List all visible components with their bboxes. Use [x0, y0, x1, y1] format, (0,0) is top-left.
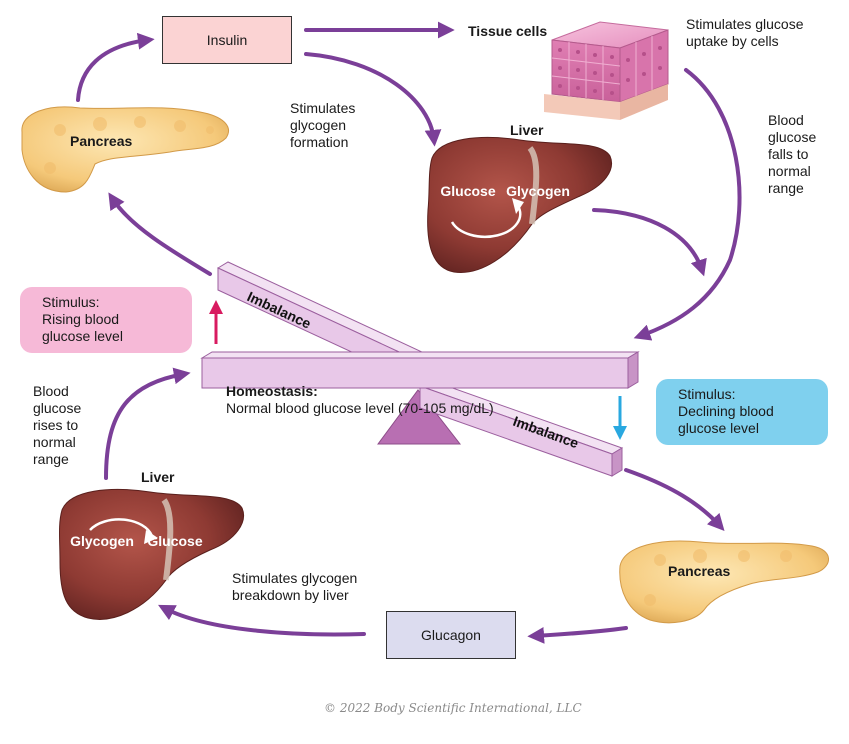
glucagon-box: Glucagon: [386, 611, 516, 659]
arrow-tissue-to-balance: [633, 68, 742, 341]
arrow-glucagon-to-liver: [158, 604, 366, 637]
liver-bottom-illustration: Glycogen Glucose: [59, 488, 244, 620]
glucagon-label: Glucagon: [421, 627, 481, 643]
arrow-imbalance-to-pancreas: [108, 192, 212, 276]
liver-top-from-label: Glucose: [440, 183, 495, 199]
liver-bottom-from-label: Glycogen: [70, 533, 134, 549]
liver-bottom-effect-text: Stimulates glycogen breakdown by liver: [232, 570, 358, 603]
tissue-effect-text: Stimulates glucose uptake by cells: [686, 16, 804, 49]
glucose-falls-text: Blood glucose falls to normal range: [768, 112, 817, 196]
liver-top-illustration: Glucose Glycogen: [427, 136, 612, 274]
arrow-liver-to-homeostasis: [104, 367, 191, 480]
copyright-text: © 2022 Body Scientific International, LL…: [324, 701, 582, 715]
feedback-arrows: [76, 21, 742, 644]
insulin-label: Insulin: [206, 32, 248, 48]
glucose-rises-text: Blood glucose rises to normal range: [33, 383, 82, 467]
tissue-cells-illustration: [544, 21, 669, 120]
liver-top-label: Liver: [510, 122, 544, 138]
tissue-cells-label: Tissue cells: [468, 23, 548, 39]
liver-top-effect-text: Stimulates glycogen formation: [290, 100, 356, 150]
declining-stimulus-arrow: [613, 396, 627, 440]
stimulus-declining-box: Stimulus: Declining blood glucose level: [656, 379, 828, 445]
stimulus-rising-box: Stimulus: Rising blood glucose level: [20, 287, 192, 353]
pancreas-bottom-illustration: [619, 540, 829, 624]
arrow-pancreas-to-glucagon: [527, 626, 628, 644]
liver-bottom-to-label: Glucose: [147, 533, 202, 549]
pancreas-top-label: Pancreas: [70, 133, 133, 149]
rising-stimulus-arrow: [209, 300, 223, 344]
homeostasis-title: Homeostasis:: [226, 383, 318, 399]
liver-bottom-label: Liver: [141, 469, 175, 485]
arrow-imbalance-to-pancreas-bottom: [624, 468, 725, 531]
homeostasis-text: Normal blood glucose level (70-105 mg/dL…: [226, 400, 494, 416]
pancreas-bottom-label: Pancreas: [668, 563, 731, 579]
balance-seesaw: [200, 261, 640, 477]
fulcrum: [377, 389, 462, 445]
arrow-liver-to-balance: [592, 208, 707, 277]
arrow-pancreas-to-insulin: [76, 32, 155, 102]
liver-top-to-label: Glycogen: [506, 183, 570, 199]
homeostasis-label: Homeostasis: Normal blood glucose level …: [226, 366, 494, 417]
insulin-box: Insulin: [162, 16, 292, 64]
pancreas-top-illustration: [21, 106, 229, 193]
arrow-insulin-to-liver: [304, 52, 442, 147]
